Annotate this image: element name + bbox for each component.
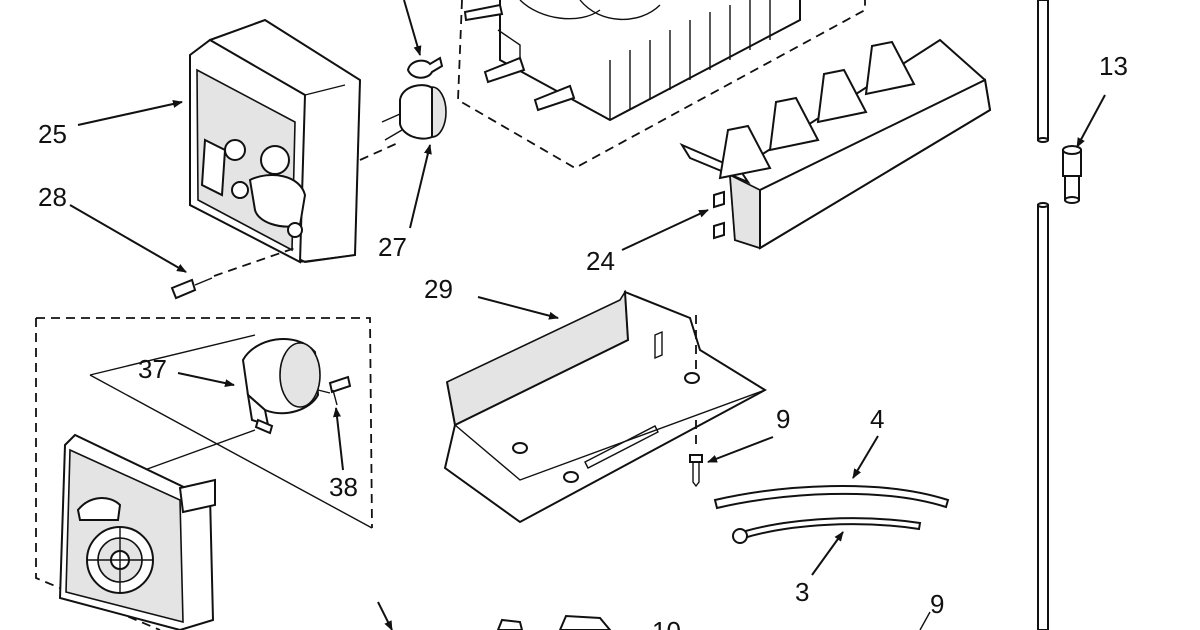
part-13-coupling (1062, 145, 1082, 204)
wire-clip (406, 56, 444, 79)
part-24-ice-stripper (679, 38, 992, 250)
part-25-control-housing (188, 18, 362, 264)
callout-27: 27 (378, 232, 407, 262)
part-9-screw (689, 454, 703, 488)
part-3-tube (732, 517, 922, 544)
callout-28: 28 (38, 182, 67, 212)
part-27-thermostat (359, 84, 447, 161)
drive-housing (58, 433, 216, 630)
callout-labels: 25 28 27 24 13 29 37 38 9 4 3 9 10 (38, 51, 1128, 630)
leader-lines (69, 0, 1106, 630)
callout-9-cover-screw: 9 (776, 404, 790, 434)
callout-13: 13 (1099, 51, 1128, 81)
part-28-screw (170, 247, 296, 300)
callout-3: 3 (795, 577, 809, 607)
callout-25: 25 (38, 119, 67, 149)
callout-37: 37 (138, 354, 167, 384)
callout-10: 10 (652, 616, 681, 630)
fill-tube (1037, 0, 1049, 630)
callout-38: 38 (329, 472, 358, 502)
ice-mold-assembly (457, 0, 866, 170)
part-4-tube (713, 485, 950, 510)
part-38-screw (328, 375, 352, 406)
part-29-cover (443, 289, 768, 524)
callout-29: 29 (424, 274, 453, 304)
callout-24: 24 (586, 246, 615, 276)
part-37-motor (241, 337, 331, 435)
callout-4: 4 (870, 404, 884, 434)
bottom-fragments (496, 611, 931, 630)
callout-9-lower: 9 (930, 589, 944, 619)
